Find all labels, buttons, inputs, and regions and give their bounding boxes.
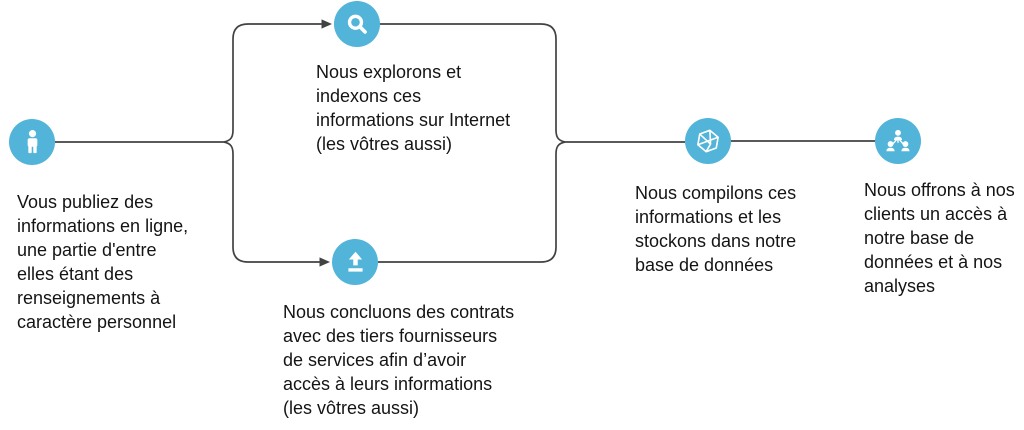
person-icon [27, 129, 37, 153]
search-icon [347, 14, 367, 34]
connector-return-top [380, 23, 566, 143]
connector-branch-bottom [223, 141, 320, 263]
node-third-party-contracts-label: Nous concluons des contrats avec des tie… [283, 302, 515, 418]
node-crawl-index-label: Nous explorons et indexons ces informati… [316, 62, 511, 154]
arrowhead-bottom [319, 257, 330, 267]
data-model-icon [697, 129, 719, 153]
node-client-access-label: Nous offrons à nos clients un accès à no… [864, 180, 1015, 296]
node-third-party-contracts [332, 239, 378, 285]
connector-branch-top [223, 23, 322, 143]
node-compile-store-label: Nous compilons ces informations et les s… [635, 183, 797, 275]
connector-return-bottom [378, 141, 566, 263]
upload-icon [347, 251, 363, 272]
org-chart-icon [886, 129, 910, 152]
node-you-publish-label: Vous publiez des informations en ligne, … [17, 192, 189, 332]
node-crawl-index [334, 1, 380, 47]
node-compile-store [685, 118, 731, 164]
node-you-publish [9, 119, 55, 165]
node-client-access [875, 118, 921, 164]
arrowhead-top [321, 19, 332, 29]
